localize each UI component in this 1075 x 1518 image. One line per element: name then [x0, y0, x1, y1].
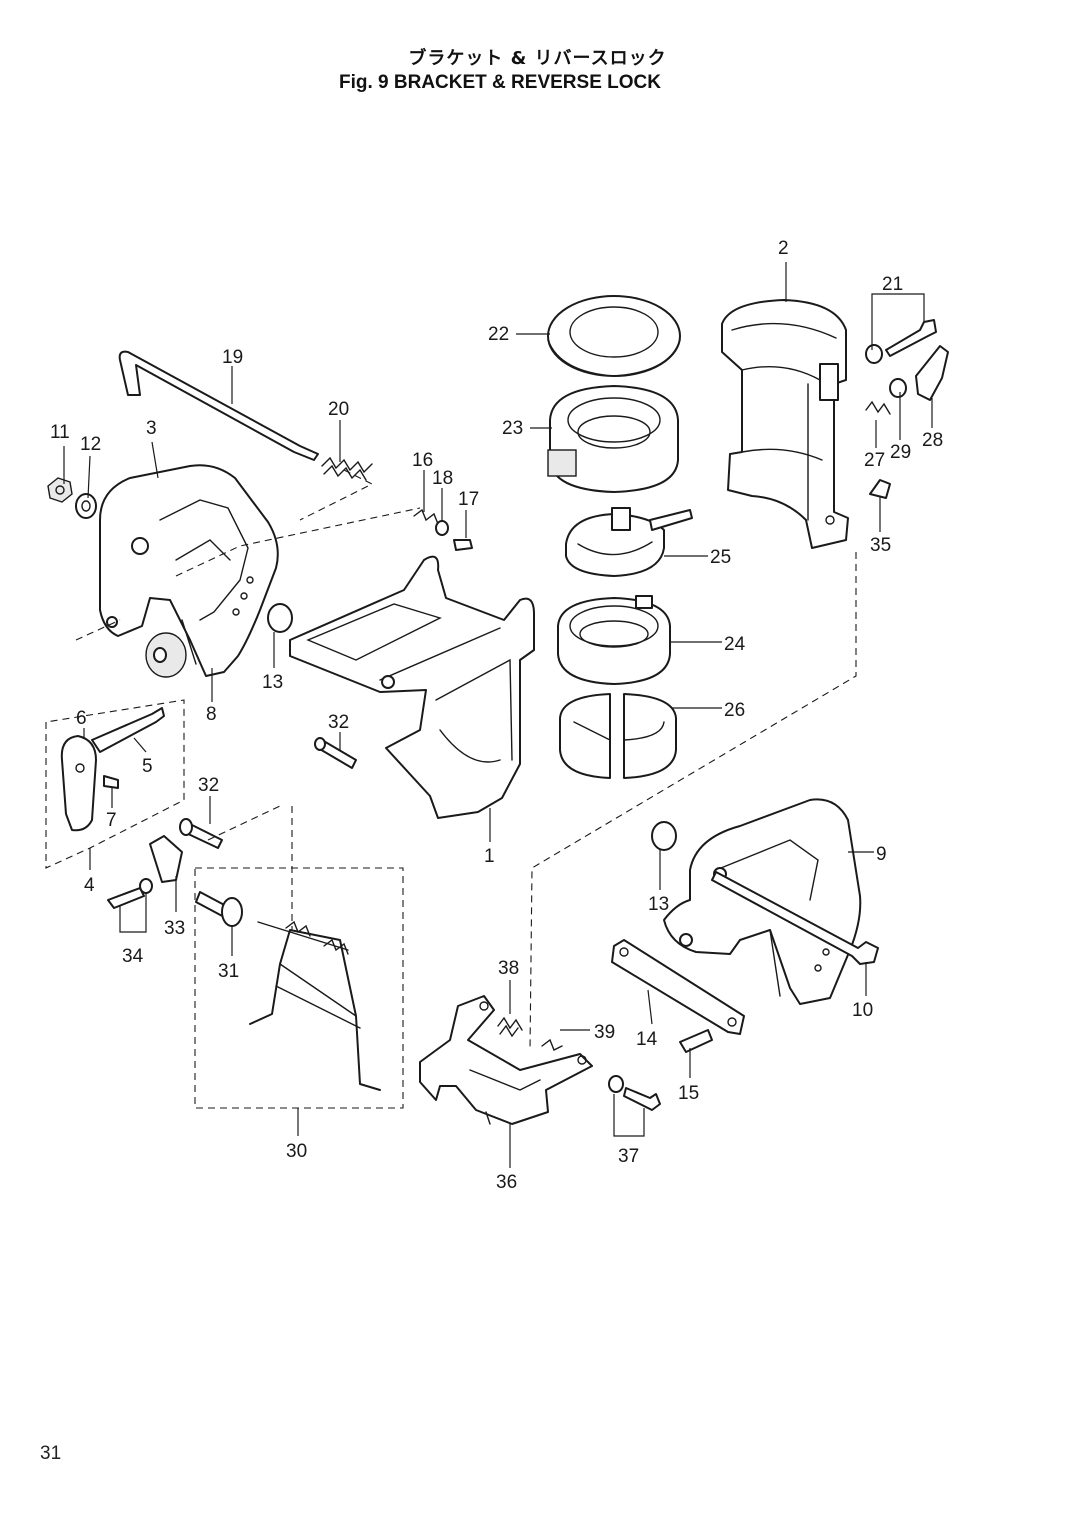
part-16-spring — [413, 508, 439, 525]
callout-36: 36 — [496, 1172, 517, 1193]
callout-13-right: 13 — [648, 894, 669, 915]
callout-21: 21 — [882, 274, 903, 295]
part-33-plate — [149, 835, 183, 883]
callout-7: 7 — [106, 810, 117, 831]
centerline-right — [529, 552, 857, 1051]
page-number: 31 — [40, 1443, 62, 1464]
group-4-outline — [45, 699, 185, 869]
part-1-swivel-bracket — [289, 555, 535, 819]
callout-35: 35 — [870, 535, 891, 556]
callout-28: 28 — [922, 430, 943, 451]
part-24-bushing — [557, 595, 671, 685]
callout-30: 30 — [286, 1141, 307, 1162]
part-28-lever — [915, 345, 949, 401]
callout-14: 14 — [636, 1029, 658, 1050]
part-10-bolt — [711, 871, 879, 965]
part-5-bolt — [91, 707, 165, 753]
part-30-tilt-stand — [249, 920, 381, 1091]
callout-29: 29 — [890, 442, 911, 463]
callout-9: 9 — [876, 844, 887, 865]
part-26-split-bushing — [559, 693, 677, 779]
part-38-spring — [497, 1016, 523, 1038]
callout-13-left: 13 — [262, 672, 283, 693]
part-36-reverse-lock — [419, 995, 593, 1125]
part-22-ring — [547, 295, 681, 377]
callout-19: 19 — [222, 347, 243, 368]
callout-5: 5 — [142, 756, 153, 777]
part-18-washer — [435, 520, 449, 536]
callout-23: 23 — [502, 418, 523, 439]
callout-39: 39 — [594, 1022, 615, 1043]
callout-labels: 2 21 19 22 20 23 11 12 3 16 18 17 27 29 … — [50, 238, 943, 1193]
part-25-clamp-band — [565, 507, 693, 577]
part-27-spring — [865, 400, 891, 415]
centerline-20 — [299, 469, 374, 521]
callout-31: 31 — [218, 961, 239, 982]
part-37-bolt — [608, 1075, 661, 1111]
callout-11: 11 — [50, 422, 70, 443]
part-13-washer-right — [651, 821, 677, 851]
part-14-plate — [611, 939, 745, 1035]
callout-38: 38 — [498, 958, 519, 979]
part-12-washer — [75, 493, 97, 519]
part-31-pin — [195, 891, 243, 927]
leader-lines — [63, 262, 933, 1168]
part-17-screw — [453, 539, 473, 551]
part-21-bolt — [865, 319, 937, 364]
part-34-bolt — [107, 878, 153, 909]
callout-37: 37 — [618, 1146, 639, 1167]
callout-12: 12 — [80, 434, 101, 455]
centerline-upper-left — [175, 507, 421, 577]
callout-32-lower: 32 — [198, 775, 219, 796]
callout-24: 24 — [724, 634, 746, 655]
part-23-mount-housing — [547, 385, 679, 493]
part-15-screw — [679, 1029, 713, 1053]
callout-20: 20 — [328, 399, 349, 420]
callout-32-upper: 32 — [328, 712, 349, 733]
callout-4: 4 — [84, 875, 95, 896]
part-8-knob — [145, 632, 187, 678]
part-2-steering-housing — [721, 299, 849, 549]
callout-33: 33 — [164, 918, 185, 939]
centerline-left-clamp — [75, 619, 121, 641]
group-30-outline — [194, 867, 404, 1109]
part-29-washer — [889, 378, 907, 398]
callout-22: 22 — [488, 324, 509, 345]
callout-18: 18 — [432, 468, 453, 489]
part-39-clip — [541, 1038, 563, 1051]
part-6-stopper — [60, 735, 97, 832]
callout-16: 16 — [412, 450, 433, 471]
callout-17: 17 — [458, 489, 479, 510]
callout-26: 26 — [724, 700, 745, 721]
part-19-rod — [118, 350, 319, 461]
part-35-grease-fitting — [869, 479, 891, 499]
callout-10: 10 — [852, 1000, 873, 1021]
part-3-clamp-bracket — [99, 464, 279, 677]
part-13-washer-left — [267, 603, 293, 633]
callout-8: 8 — [206, 704, 217, 725]
callout-25: 25 — [710, 547, 731, 568]
centerline-lower-pin — [207, 805, 281, 841]
figure-title: Fig. 9 BRACKET & REVERSE LOCK — [339, 72, 661, 93]
callout-3: 3 — [146, 418, 157, 439]
callout-2: 2 — [778, 238, 789, 259]
part-32-pin-upper — [314, 737, 357, 769]
callout-15: 15 — [678, 1083, 699, 1104]
callout-6: 6 — [76, 708, 87, 729]
callout-1: 1 — [484, 846, 495, 867]
part-20-spring — [321, 456, 373, 481]
callout-27: 27 — [864, 450, 885, 471]
figure-title-japanese: ブラケット & リバースロック — [408, 48, 667, 69]
callout-34: 34 — [122, 946, 144, 967]
part-7-screw — [103, 775, 119, 789]
part-32-pin-lower — [179, 818, 223, 849]
part-11-nut — [47, 477, 73, 503]
